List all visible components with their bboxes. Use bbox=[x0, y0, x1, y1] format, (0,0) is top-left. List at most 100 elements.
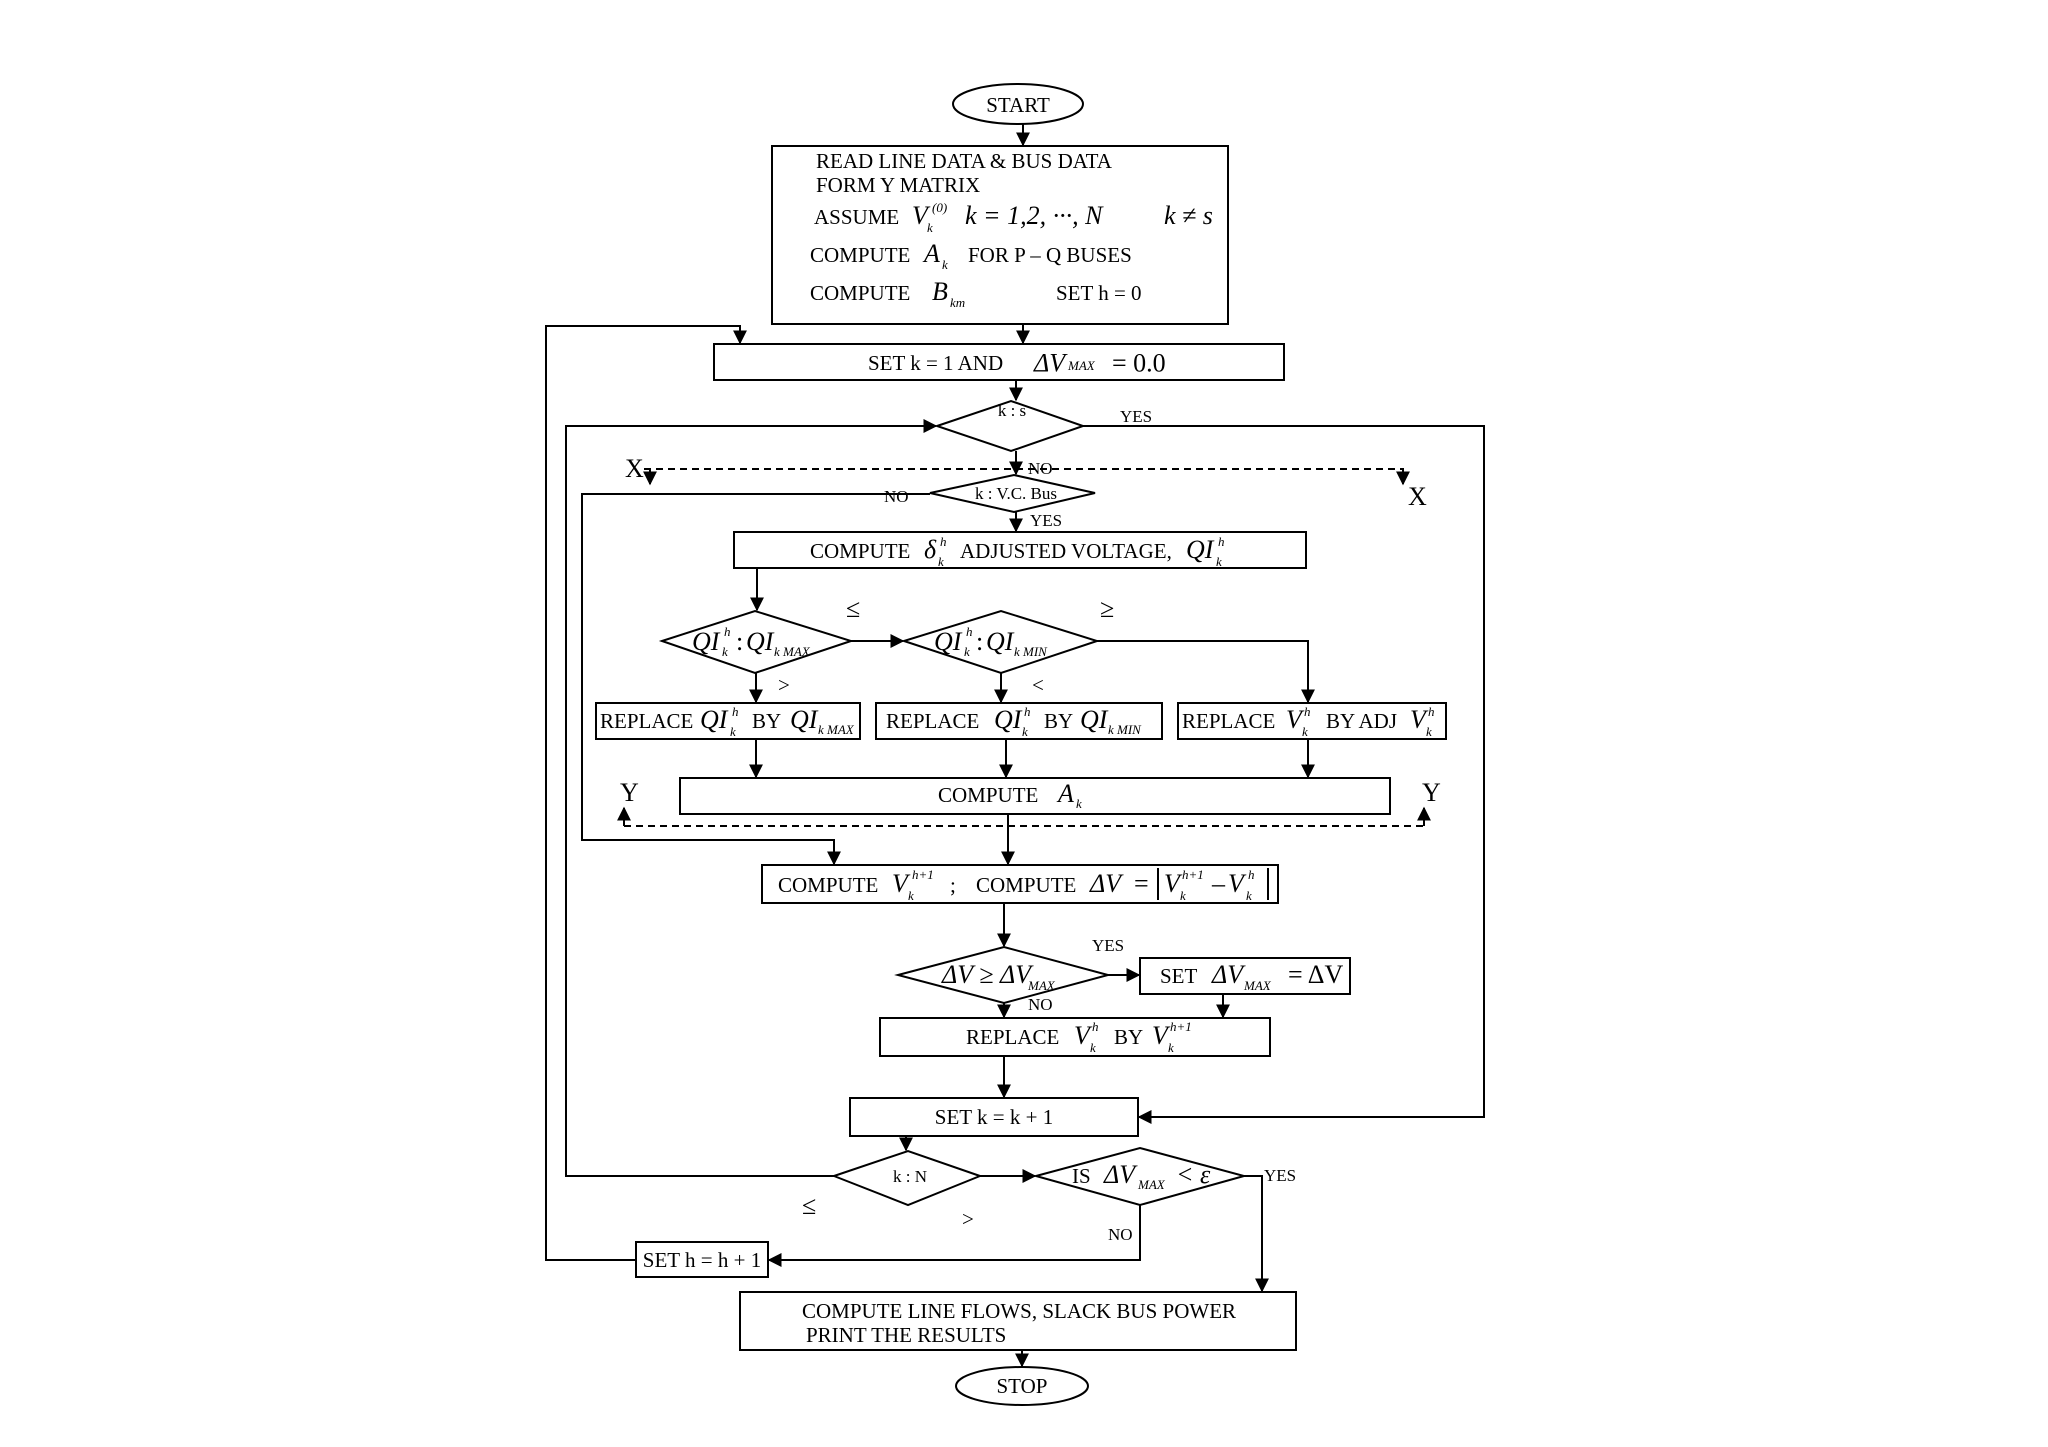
compute-v-sub3: k bbox=[1246, 888, 1252, 903]
decision-k-s-label: k : s bbox=[998, 401, 1026, 420]
replace-v-v: V bbox=[1074, 1021, 1093, 1050]
decision-dv-max-label: ΔV ≥ ΔV bbox=[941, 960, 1034, 989]
decision-dv-max-no: NO bbox=[1028, 995, 1053, 1014]
decision-convergence-lt: < ε bbox=[1176, 1160, 1211, 1189]
decision-qi-max-sup: h bbox=[724, 624, 731, 639]
compute-delta-sub: k bbox=[938, 554, 944, 569]
replace-v-adj-by: BY ADJ bbox=[1326, 709, 1397, 733]
replace-qi-min-qi: QI bbox=[994, 705, 1023, 734]
decision-qi-min-qi2: QI bbox=[986, 627, 1015, 656]
set-h-box bbox=[635, 1241, 769, 1278]
compute-v-dv: ΔV bbox=[1089, 869, 1124, 898]
decision-qi-max-sub2: k MAX bbox=[774, 644, 811, 659]
decision-qi-min-qi: QI bbox=[934, 627, 963, 656]
decision-qi-min-sub: k bbox=[964, 644, 970, 659]
replace-v-adj-sub: k bbox=[1302, 724, 1308, 739]
compute-v-sup: h+1 bbox=[912, 867, 934, 882]
set-k-box bbox=[713, 343, 1285, 381]
init-box bbox=[771, 145, 1229, 325]
set-dvmax-eq: = ΔV bbox=[1288, 960, 1343, 989]
decision-convergence-no: NO bbox=[1108, 1225, 1133, 1244]
init-a: A bbox=[922, 239, 940, 268]
decision-k-n-label: k : N bbox=[893, 1167, 927, 1186]
decision-qi-max-qi2: QI bbox=[746, 627, 775, 656]
replace-qi-min-by: BY bbox=[1044, 709, 1073, 733]
replace-v-box bbox=[879, 1017, 1271, 1057]
replace-qi-max-by: BY bbox=[752, 709, 781, 733]
compute-v-sup3: h bbox=[1248, 867, 1255, 882]
compute-v-v3: V bbox=[1228, 869, 1247, 898]
final-line-2: PRINT THE RESULTS bbox=[806, 1323, 1006, 1347]
init-range: k = 1,2, ···, N bbox=[965, 201, 1104, 230]
compute-delta-symbol: δ bbox=[924, 535, 937, 564]
decision-k-n-gt: > bbox=[962, 1207, 974, 1231]
set-dvmax-box bbox=[1139, 957, 1351, 995]
replace-v-by: BY bbox=[1114, 1025, 1143, 1049]
compute-v-v: V bbox=[892, 869, 911, 898]
init-b-sub: km bbox=[950, 295, 965, 310]
replace-qi-min-sub2: k MIN bbox=[1108, 722, 1142, 737]
x-marker-right: X bbox=[1408, 482, 1427, 511]
decision-qi-max-qi: QI bbox=[692, 627, 721, 656]
compute-v-compute2: COMPUTE bbox=[976, 873, 1076, 897]
x-marker-left: X bbox=[625, 454, 644, 483]
compute-delta-adj: ADJUSTED VOLTAGE, bbox=[960, 539, 1172, 563]
decision-dv-max-sub: MAX bbox=[1027, 978, 1056, 993]
set-k-dv-sub: MAX bbox=[1067, 358, 1096, 373]
set-k-plus-text: SET k = k + 1 bbox=[935, 1105, 1053, 1129]
decision-k-s-yes: YES bbox=[1120, 407, 1152, 426]
compute-v-minus: – bbox=[1211, 869, 1226, 898]
replace-v-replace: REPLACE bbox=[966, 1025, 1059, 1049]
compute-v-eq: = bbox=[1134, 869, 1149, 898]
arrow-ks-yes bbox=[1083, 425, 1485, 1124]
compute-delta-qi-sub: k bbox=[1216, 554, 1222, 569]
decision-qi-min-lt: < bbox=[1032, 673, 1044, 697]
decision-qi-min-sup: h bbox=[966, 624, 973, 639]
compute-delta-sup: h bbox=[940, 534, 947, 549]
init-b: B bbox=[932, 277, 948, 306]
decision-vc-bus bbox=[929, 473, 1096, 514]
decision-convergence-sub: MAX bbox=[1137, 1177, 1166, 1192]
replace-v-adj-sup2: h bbox=[1428, 704, 1435, 719]
compute-delta-qi-sup: h bbox=[1218, 534, 1225, 549]
stop-label: STOP bbox=[997, 1374, 1048, 1398]
replace-v-adj-v: V bbox=[1286, 705, 1305, 734]
arrow-qimin-adj bbox=[1097, 640, 1315, 704]
replace-v-v2: V bbox=[1152, 1021, 1171, 1050]
decision-qi-min-ge: ≥ bbox=[1100, 594, 1114, 623]
compute-delta-compute: COMPUTE bbox=[810, 539, 910, 563]
replace-qi-max-qi2: QI bbox=[790, 705, 819, 734]
start-label: START bbox=[986, 93, 1050, 117]
y-marker-right: Y bbox=[1422, 778, 1441, 807]
arrow-vc-no bbox=[581, 493, 930, 866]
init-v: V bbox=[912, 201, 931, 230]
replace-qi-min-replace: REPLACE bbox=[886, 709, 979, 733]
decision-vc-bus-label: k : V.C. Bus bbox=[975, 484, 1057, 503]
init-assume: ASSUME bbox=[814, 205, 899, 229]
arrow-kn-loop bbox=[565, 419, 938, 1177]
init-v-sup: (0) bbox=[932, 200, 947, 215]
replace-qi-max-replace: REPLACE bbox=[600, 709, 693, 733]
decision-vc-bus-yes: YES bbox=[1030, 511, 1062, 530]
set-k-dv: ΔV bbox=[1033, 349, 1068, 378]
replace-v-sub: k bbox=[1090, 1040, 1096, 1055]
replace-v-adj-sup: h bbox=[1304, 704, 1311, 719]
init-v-sub: k bbox=[927, 220, 933, 235]
compute-ak-box bbox=[679, 777, 1391, 815]
init-line-2: FORM Y MATRIX bbox=[816, 173, 980, 197]
init-for-pq: FOR P – Q BUSES bbox=[968, 243, 1132, 267]
compute-ak-sub: k bbox=[1076, 796, 1082, 811]
replace-v-sup: h bbox=[1092, 1019, 1099, 1034]
replace-v-adj-sub2: k bbox=[1426, 724, 1432, 739]
init-compute-a: COMPUTE bbox=[810, 243, 910, 267]
final-box bbox=[739, 1291, 1297, 1351]
init-a-sub: k bbox=[942, 257, 948, 272]
replace-qi-max-sub2: k MAX bbox=[818, 722, 855, 737]
decision-qi-max-le: ≤ bbox=[846, 594, 860, 623]
set-k-text: SET k = 1 AND bbox=[868, 351, 1003, 375]
replace-qi-max-qi: QI bbox=[700, 705, 729, 734]
compute-v-compute: COMPUTE bbox=[778, 873, 878, 897]
decision-qi-max-sep: : bbox=[736, 627, 743, 656]
compute-v-box bbox=[761, 864, 1279, 904]
init-set-h: SET h = 0 bbox=[1056, 281, 1142, 305]
